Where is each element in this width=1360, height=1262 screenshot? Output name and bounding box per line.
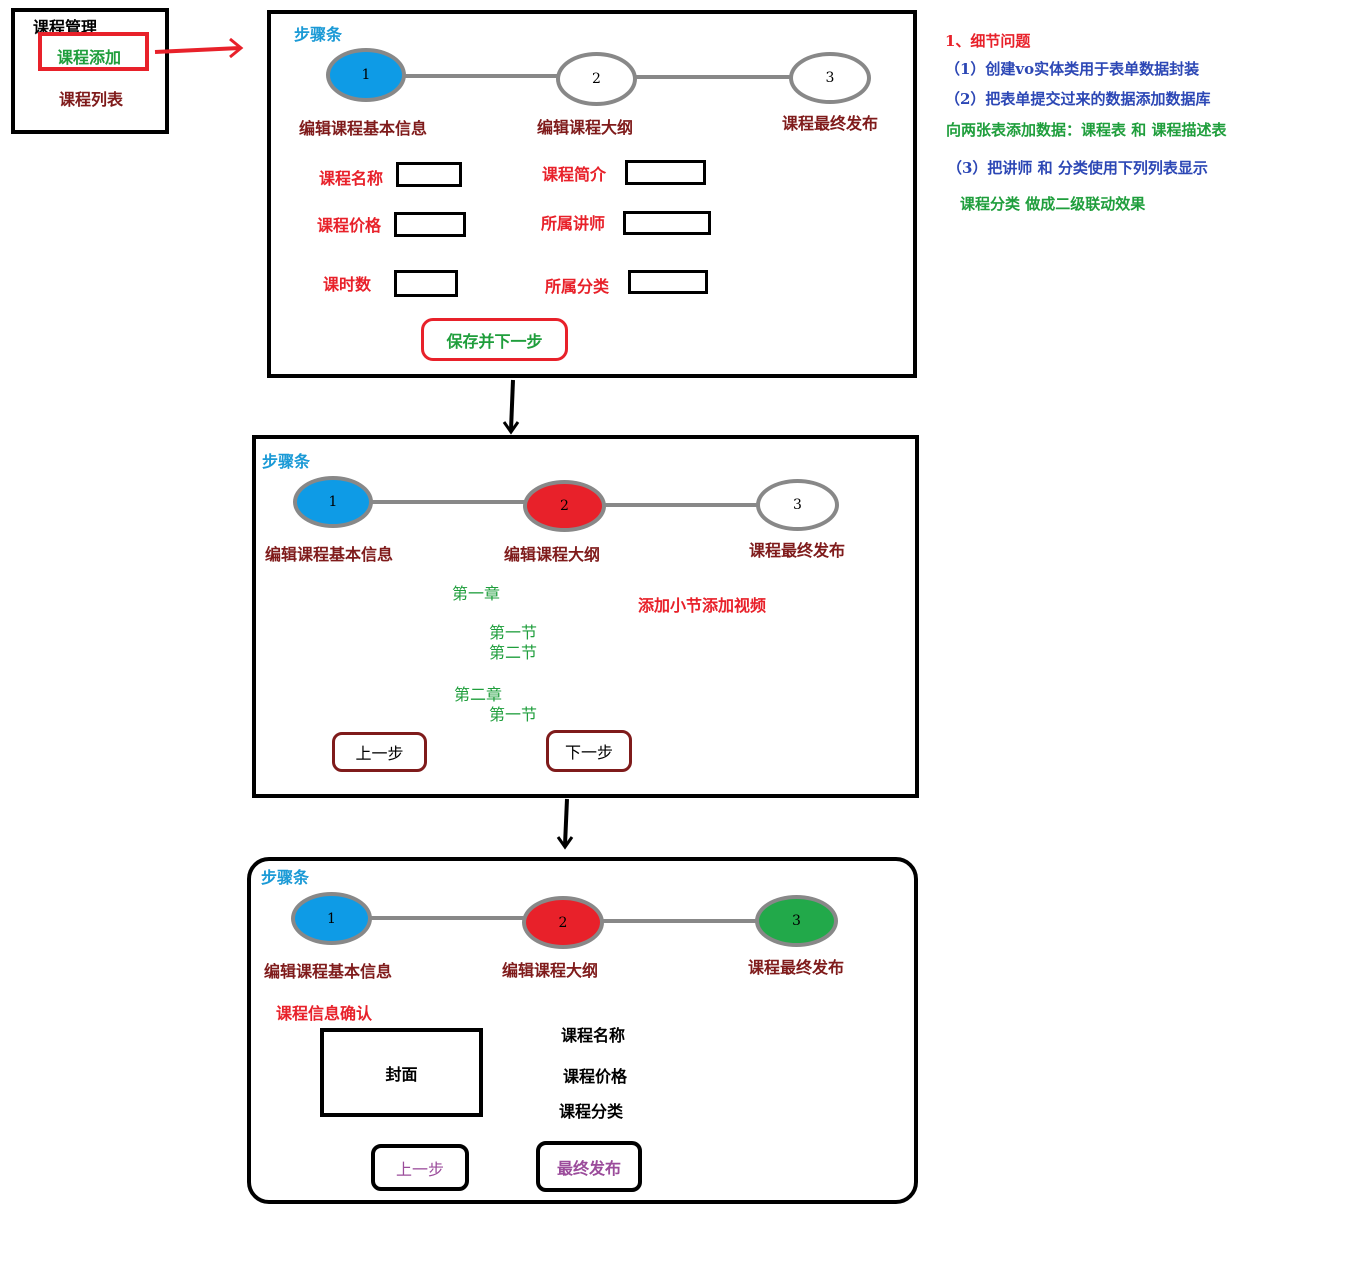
course-price-input[interactable] bbox=[394, 212, 466, 237]
course-hours-label: 课时数 bbox=[323, 275, 372, 294]
course-hours-input[interactable] bbox=[394, 270, 458, 297]
sidebar bbox=[11, 8, 169, 134]
step-1-label: 编辑课程基本信息 bbox=[264, 962, 393, 981]
course-intro-label: 课程简介 bbox=[542, 165, 607, 184]
step-2-label: 编辑课程大纲 bbox=[537, 118, 634, 137]
chapter-1-title[interactable]: 第一章 bbox=[452, 584, 501, 603]
step-connector bbox=[368, 916, 528, 920]
step-1-label: 编辑课程基本信息 bbox=[299, 119, 428, 138]
step-1-circle: 1 bbox=[326, 48, 406, 102]
final-publish-button[interactable]: 最终发布 bbox=[536, 1141, 642, 1192]
step-3-label: 课程最终发布 bbox=[749, 541, 846, 560]
confirm-course-name: 课程名称 bbox=[561, 1026, 626, 1045]
prev-step-button[interactable]: 上一步 bbox=[332, 732, 427, 772]
step-2-circle: 2 bbox=[523, 480, 606, 532]
step-2-circle: 2 bbox=[556, 52, 637, 106]
sidebar-item-course-list[interactable]: 课程列表 bbox=[59, 90, 124, 109]
cover-image-placeholder: 封面 bbox=[320, 1028, 483, 1117]
chapter-1-section-2[interactable]: 第二节 bbox=[489, 643, 538, 662]
step-connector bbox=[601, 919, 761, 923]
chapter-1-section-1[interactable]: 第一节 bbox=[489, 623, 538, 642]
course-info-confirm-title: 课程信息确认 bbox=[276, 1004, 373, 1023]
cover-label: 封面 bbox=[385, 1064, 418, 1084]
teacher-label: 所属讲师 bbox=[541, 214, 606, 233]
note-line-4: （3）把讲师 和 分类使用下列列表显示 bbox=[947, 159, 1208, 177]
step-connector bbox=[368, 500, 528, 504]
step-connector bbox=[603, 503, 760, 507]
chapter-2-section-1[interactable]: 第一节 bbox=[489, 705, 538, 724]
note-line-1: （1）创建vo实体类用于表单数据封装 bbox=[945, 60, 1200, 78]
category-label: 所属分类 bbox=[545, 277, 610, 296]
step-bar-title: 步骤条 bbox=[294, 25, 343, 44]
step-connector bbox=[635, 75, 795, 79]
course-name-label: 课程名称 bbox=[319, 169, 384, 188]
red-arrow-icon bbox=[154, 37, 244, 59]
sidebar-item-course-add[interactable]: 课程添加 bbox=[57, 48, 122, 67]
course-intro-input[interactable] bbox=[625, 160, 706, 185]
confirm-course-price: 课程价格 bbox=[563, 1067, 628, 1086]
confirm-course-category: 课程分类 bbox=[559, 1102, 624, 1121]
step-3-circle: 3 bbox=[789, 52, 871, 104]
step-1-circle: 1 bbox=[293, 476, 373, 528]
note-line-2: （2）把表单提交过来的数据添加数据库 bbox=[945, 90, 1211, 108]
category-select[interactable] bbox=[628, 270, 708, 294]
sidebar-item-course-add-highlight[interactable] bbox=[38, 32, 149, 71]
notes-heading: 1、细节问题 bbox=[945, 32, 1031, 50]
down-arrow-icon bbox=[502, 379, 520, 435]
course-price-label: 课程价格 bbox=[317, 216, 382, 235]
chapter-2-title[interactable]: 第二章 bbox=[454, 685, 503, 704]
save-and-next-button[interactable]: 保存并下一步 bbox=[421, 318, 568, 361]
step-3-label: 课程最终发布 bbox=[748, 958, 845, 977]
step-bar-title: 步骤条 bbox=[261, 868, 310, 887]
step-2-label: 编辑课程大纲 bbox=[502, 961, 599, 980]
teacher-select[interactable] bbox=[623, 211, 711, 235]
step-2-label: 编辑课程大纲 bbox=[504, 545, 601, 564]
note-line-3: 向两张表添加数据：课程表 和 课程描述表 bbox=[946, 121, 1227, 139]
prev-step-button[interactable]: 上一步 bbox=[371, 1144, 469, 1191]
add-section-video-note: 添加小节添加视频 bbox=[638, 596, 767, 615]
step-1-circle: 1 bbox=[291, 892, 372, 945]
step-bar-title: 步骤条 bbox=[262, 452, 311, 471]
step-3-label: 课程最终发布 bbox=[782, 114, 879, 133]
step-1-label: 编辑课程基本信息 bbox=[265, 545, 394, 564]
step-2-circle: 2 bbox=[522, 896, 604, 949]
down-arrow-icon bbox=[556, 798, 574, 850]
step-3-circle: 3 bbox=[755, 895, 838, 947]
step-connector bbox=[402, 74, 562, 78]
note-line-5: 课程分类 做成二级联动效果 bbox=[960, 195, 1146, 213]
step-3-circle: 3 bbox=[756, 479, 839, 531]
next-step-button[interactable]: 下一步 bbox=[546, 730, 632, 772]
course-name-input[interactable] bbox=[396, 162, 462, 187]
